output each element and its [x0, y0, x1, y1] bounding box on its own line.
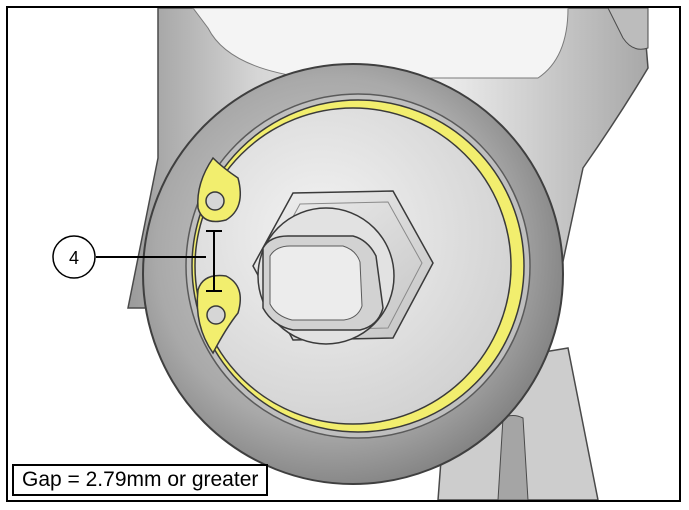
square-shaft-face: [269, 245, 363, 321]
assembly-illustration: 4: [52, 8, 649, 500]
lower-tab-hole: [206, 305, 226, 325]
caption-text: Gap = 2.79mm or greater: [22, 468, 259, 491]
callout-bubble: [52, 235, 96, 279]
callout-number: 4: [69, 248, 79, 268]
caption-box: Gap = 2.79mm or greater: [12, 464, 269, 496]
casting-ear: [607, 8, 649, 50]
lower-casting-slot: [497, 415, 529, 500]
diagram-frame: 4 Gap = 2.79mm or greater: [6, 6, 681, 502]
upper-tab-hole: [205, 191, 225, 211]
